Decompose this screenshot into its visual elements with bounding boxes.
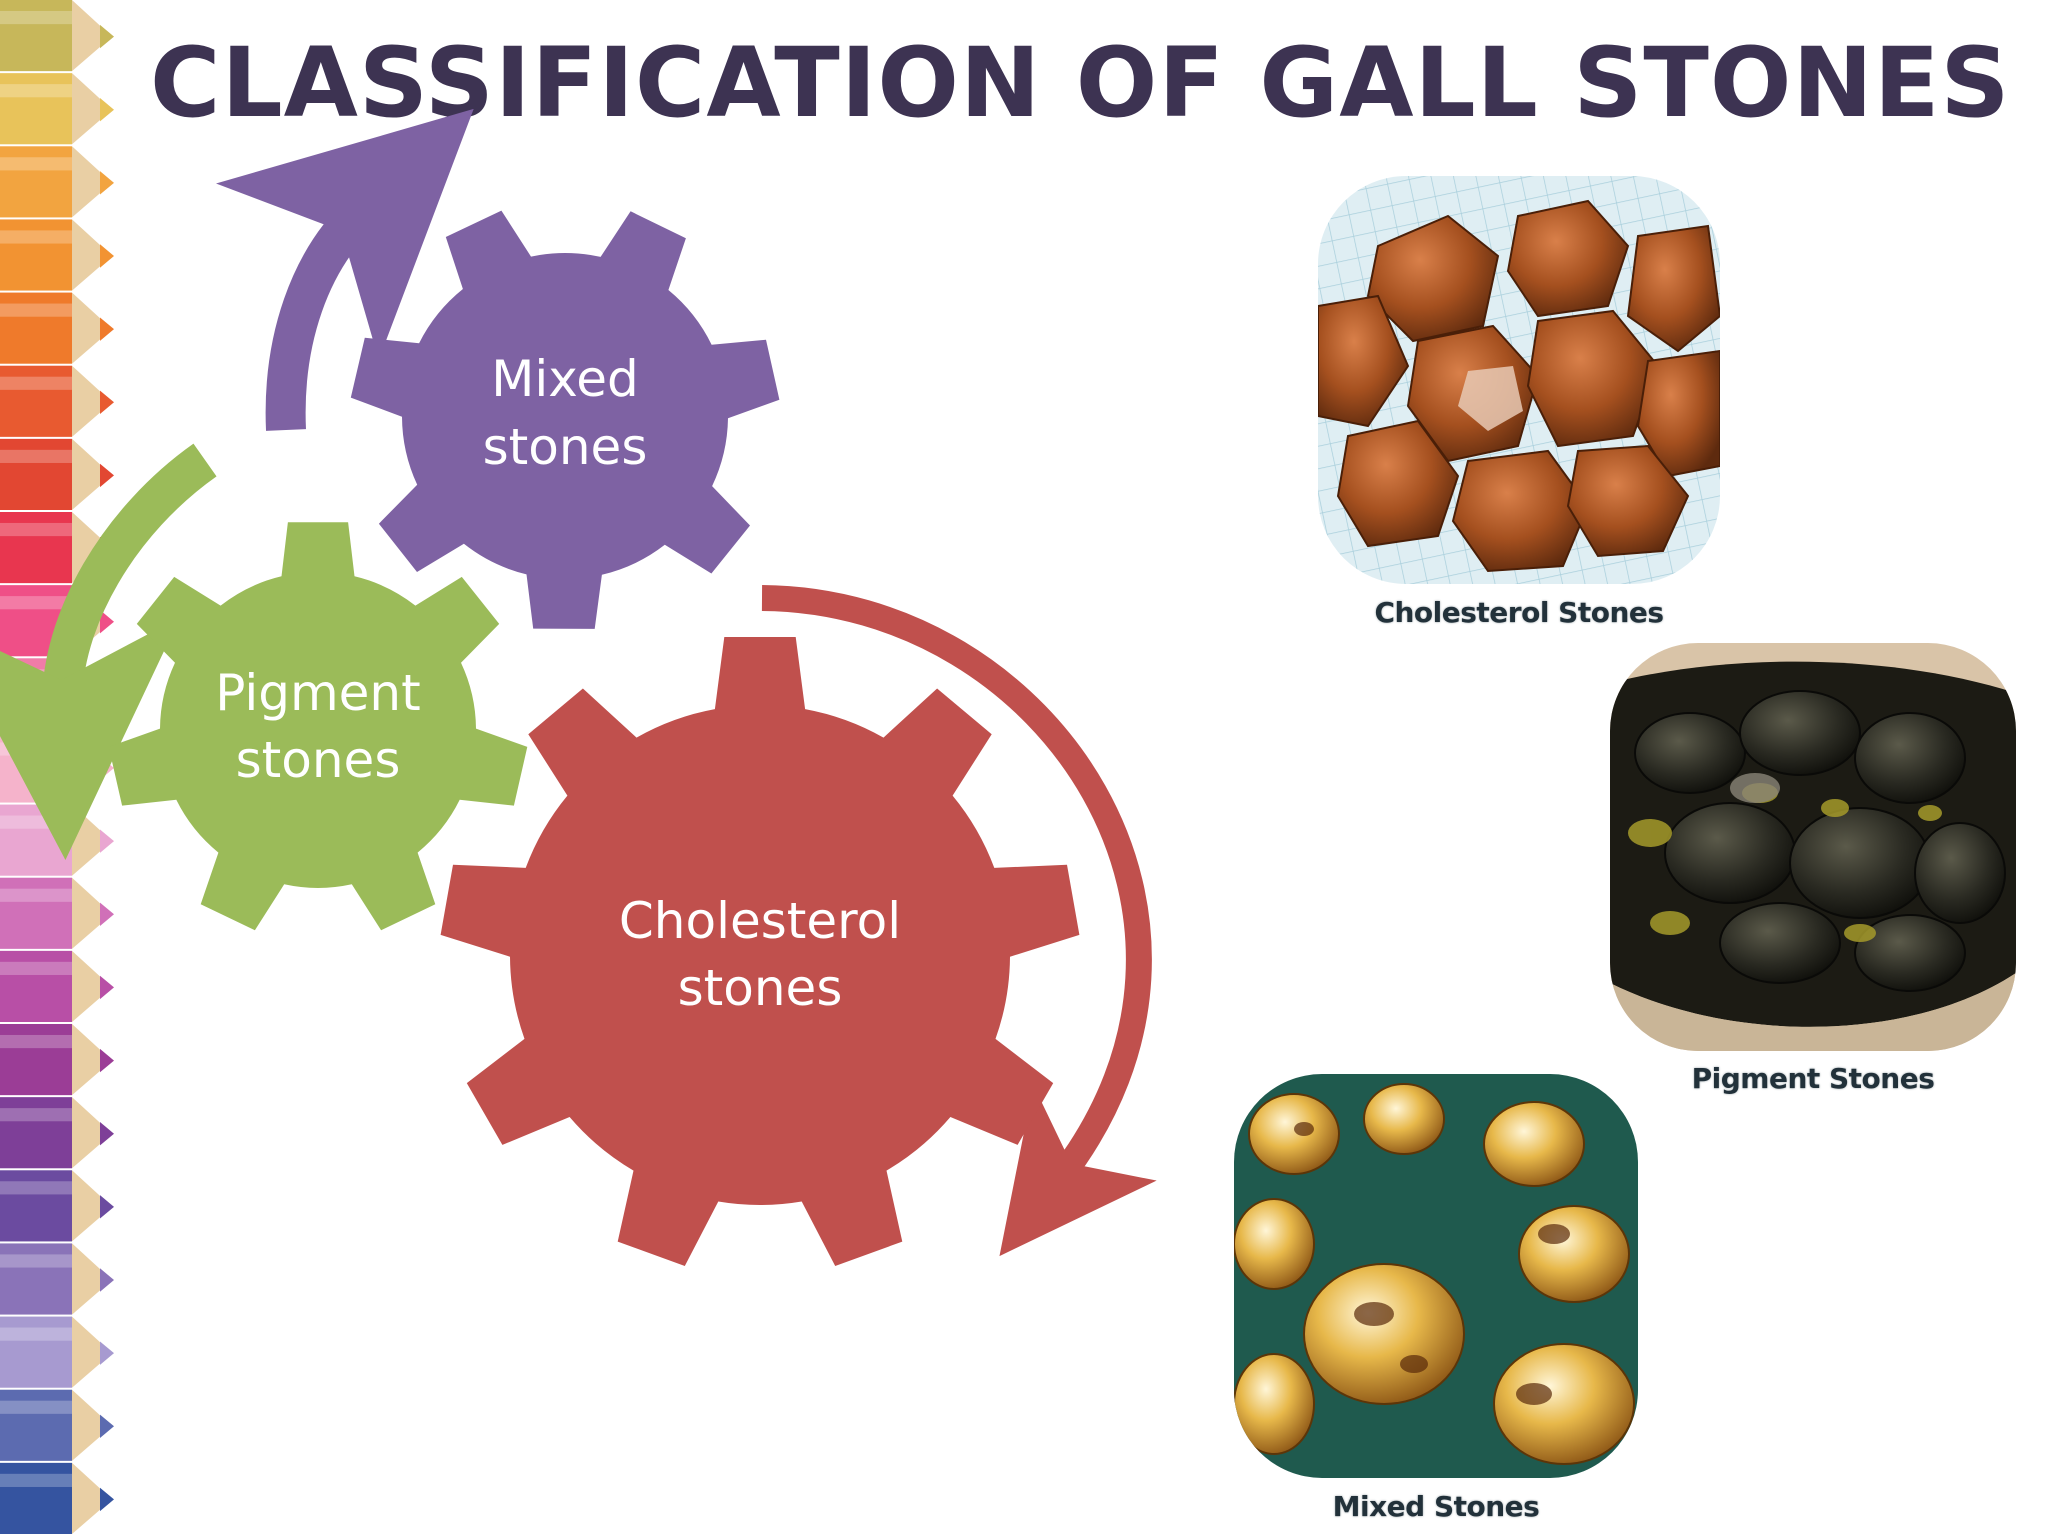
gear-label-cholesterol-line2: stones: [678, 959, 843, 1017]
slide-title: CLASSIFICATION OF GALL STONES: [150, 27, 2011, 139]
gear-label-mixed-line1: Mixed: [491, 350, 639, 408]
curved-arrow-icon-cholesterol: [761, 585, 1157, 1257]
cholesterol-stones-photo: [1318, 176, 1720, 584]
gear-label-mixed-line2: stones: [483, 418, 648, 476]
gear-icon-mixed: [350, 210, 780, 629]
mixed-stones-photo: [1234, 1074, 1638, 1478]
mixed-stones-caption: Mixed Stones: [1332, 1490, 1540, 1523]
gear-icon-cholesterol: [440, 637, 1080, 1266]
gear-label-cholesterol-line1: Cholesterol: [619, 892, 901, 950]
pencil-border-decoration: [0, 0, 114, 1534]
pigment-stones-caption: Pigment Stones: [1691, 1062, 1935, 1095]
gear-icon-pigment: [108, 522, 528, 931]
curved-arrow-icon-mixed: [215, 108, 474, 431]
pigment-stones-photo: [1610, 643, 2016, 1051]
cholesterol-stones-caption: Cholesterol Stones: [1374, 596, 1664, 629]
gear-label-pigment-line1: Pigment: [215, 664, 420, 722]
gear-label-pigment-line2: stones: [236, 731, 401, 789]
